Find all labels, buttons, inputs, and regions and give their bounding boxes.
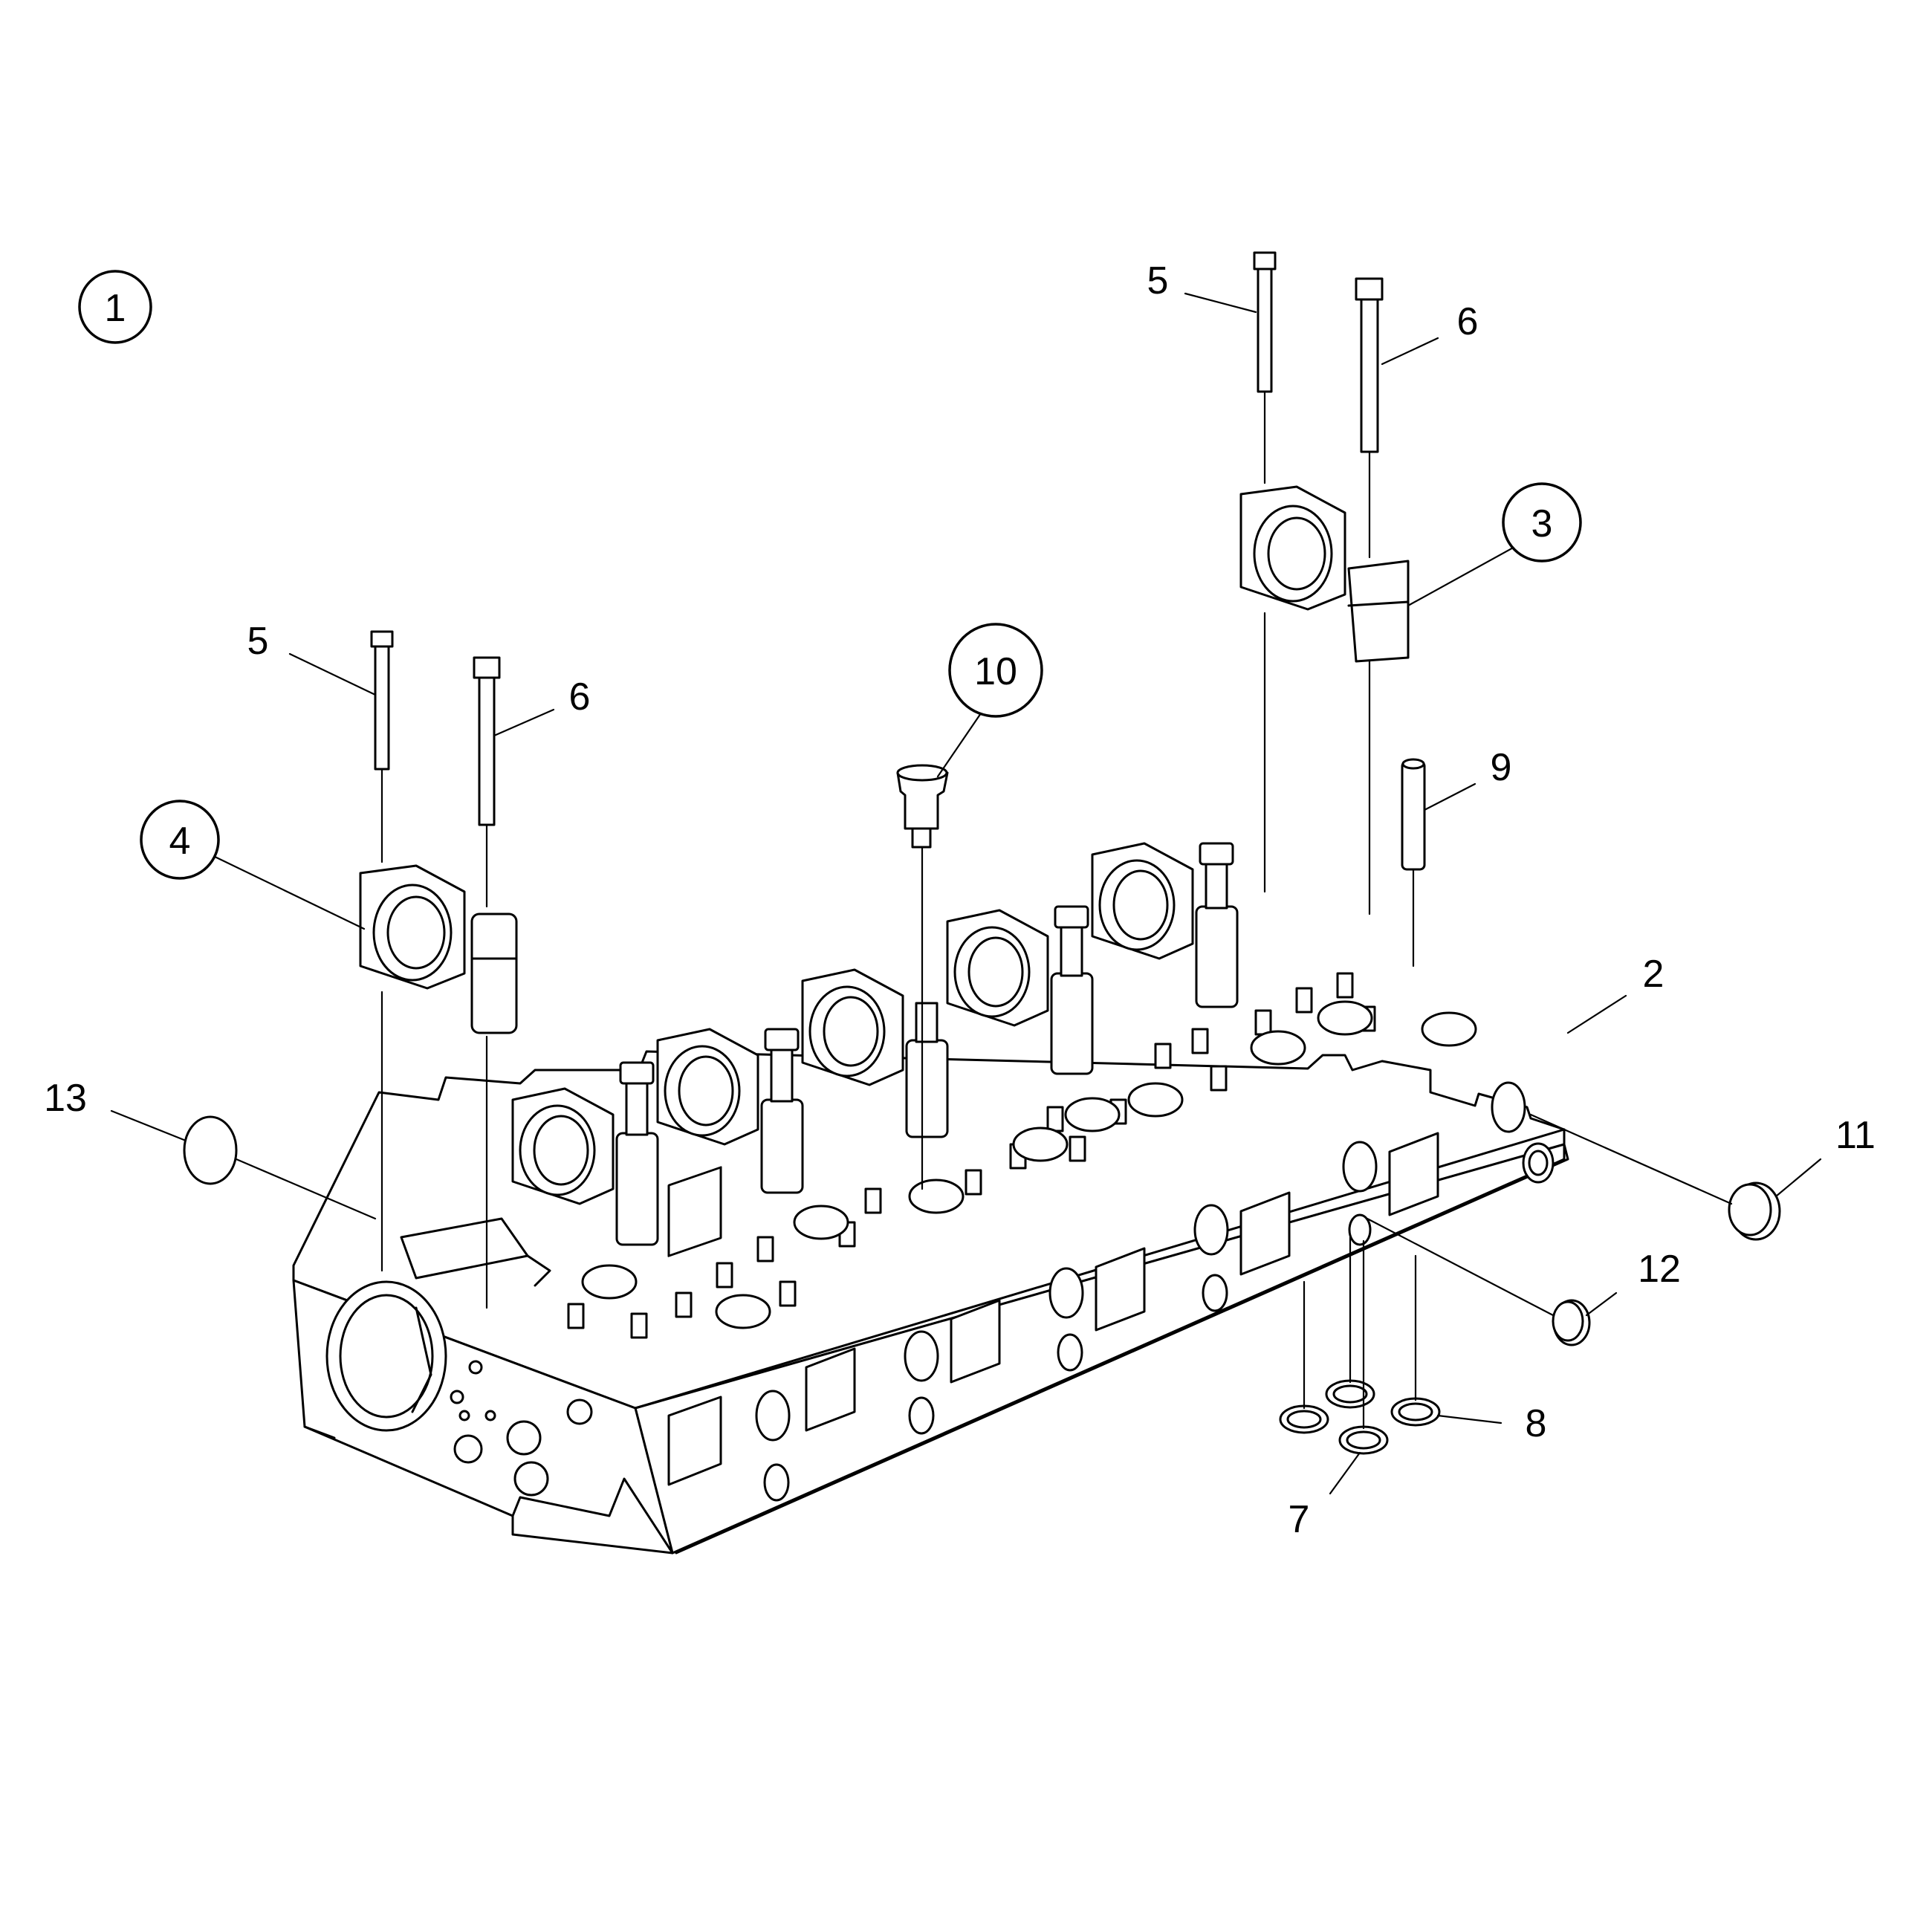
callout-label: 12: [1638, 1248, 1681, 1291]
cylinder-head: [292, 972, 1569, 1555]
callout-label: 2: [1643, 953, 1664, 996]
callout-label: 5: [247, 620, 269, 663]
callout-5-right: 5: [1147, 259, 1169, 302]
callout-8: 8: [1526, 1402, 1547, 1445]
callout-label: 7: [1288, 1498, 1310, 1541]
plug-13: [183, 1115, 238, 1185]
bolt-6-left: [473, 656, 501, 826]
callout-6-left: 6: [569, 675, 591, 719]
sleeve-10: [896, 764, 949, 849]
bolt-6-right: [1355, 277, 1384, 453]
callout-label: 3: [1531, 502, 1553, 545]
callout-label: 5: [1147, 259, 1169, 302]
callout-11: 11: [1835, 1114, 1876, 1157]
bearing-cap-3: [1239, 485, 1410, 663]
intake-ports: [667, 1166, 722, 1257]
callout-7: 7: [1288, 1498, 1310, 1541]
bolt-5-left: [370, 630, 394, 771]
callout-13: 13: [44, 1077, 87, 1120]
callout-10: 10: [948, 623, 1043, 718]
tube-9: [1401, 758, 1426, 871]
callout-label: 4: [169, 820, 191, 863]
leader-lines: [110, 292, 1822, 1495]
bolt-5-right: [1253, 251, 1277, 393]
callout-label: 6: [569, 675, 591, 719]
installed-cam-caps: [511, 842, 1239, 1246]
bearing-cap-4: [359, 864, 518, 1034]
callout-12: 12: [1638, 1248, 1681, 1291]
seal-rings: [1279, 1379, 1441, 1455]
plug-11: [1728, 1181, 1781, 1241]
callout-3: 3: [1502, 482, 1582, 563]
callout-6-right: 6: [1457, 300, 1479, 343]
assembly-lines: [235, 390, 1733, 1430]
callout-label: 1: [105, 287, 126, 330]
callout-4: 4: [140, 800, 220, 880]
callout-2: 2: [1643, 953, 1664, 996]
callout-label: 10: [974, 650, 1017, 693]
callout-1: 1: [78, 270, 152, 344]
callout-label: 8: [1526, 1402, 1547, 1445]
callout-5-left: 5: [247, 620, 269, 663]
callout-label: 11: [1835, 1114, 1876, 1157]
callout-label: 13: [44, 1077, 87, 1120]
callout-9: 9: [1491, 746, 1512, 789]
callout-label: 9: [1491, 746, 1512, 789]
callout-label: 6: [1457, 300, 1479, 343]
plug-12: [1552, 1299, 1591, 1346]
